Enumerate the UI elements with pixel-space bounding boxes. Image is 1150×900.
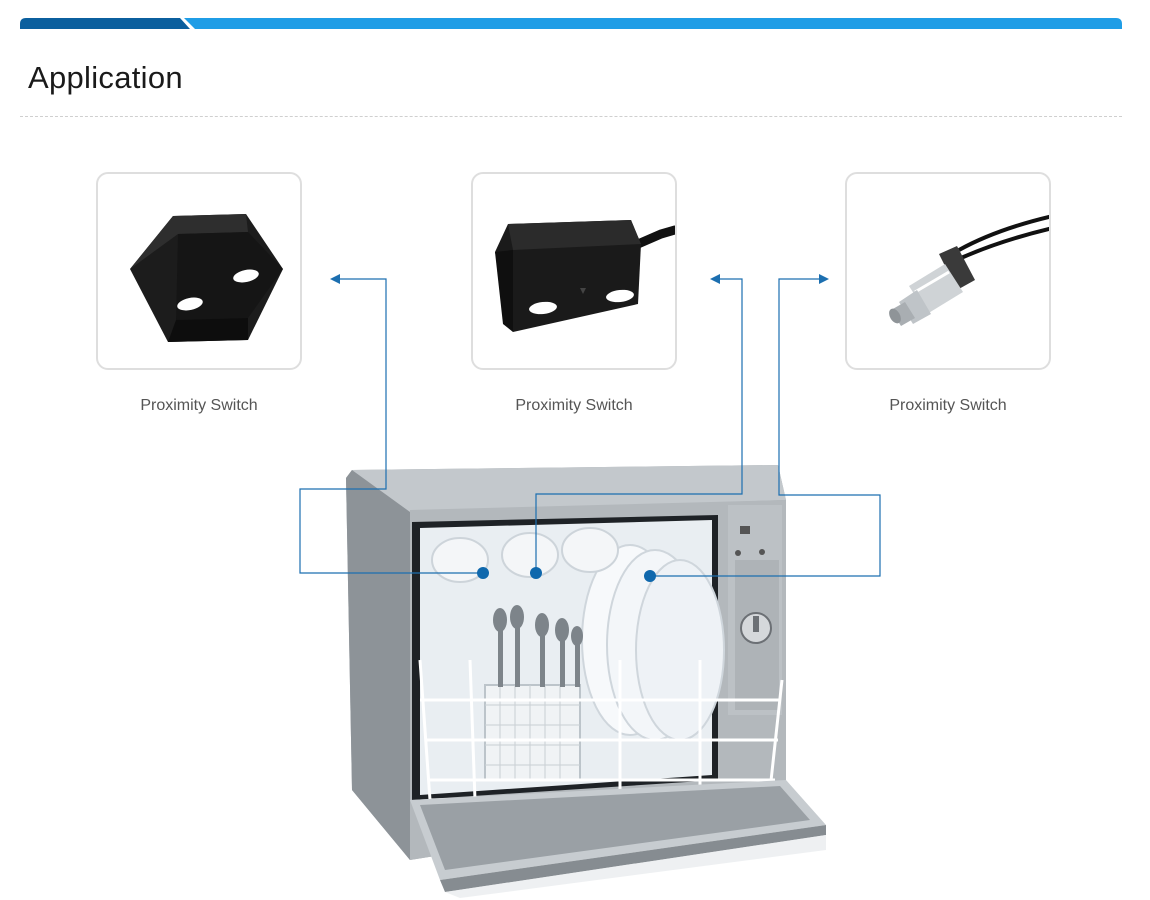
cylindrical-sensor-icon: [889, 214, 1049, 326]
header-accent-bar: [20, 18, 1122, 29]
title-divider: [20, 116, 1122, 117]
product-card-reed-switch[interactable]: [471, 172, 677, 370]
card-caption: Proximity Switch: [140, 397, 258, 414]
magnet-block-icon: [130, 214, 283, 342]
product-card-cylindrical-sensor[interactable]: [845, 172, 1051, 370]
page-title: Application: [28, 60, 183, 95]
dishwasher-icon: [346, 465, 826, 898]
reed-switch-with-cable-icon: [495, 220, 675, 332]
sensor-location-dots: [477, 567, 656, 582]
card-caption: Proximity Switch: [889, 397, 1007, 414]
card-caption: Proximity Switch: [515, 397, 633, 414]
product-card-magnet[interactable]: [96, 172, 302, 370]
